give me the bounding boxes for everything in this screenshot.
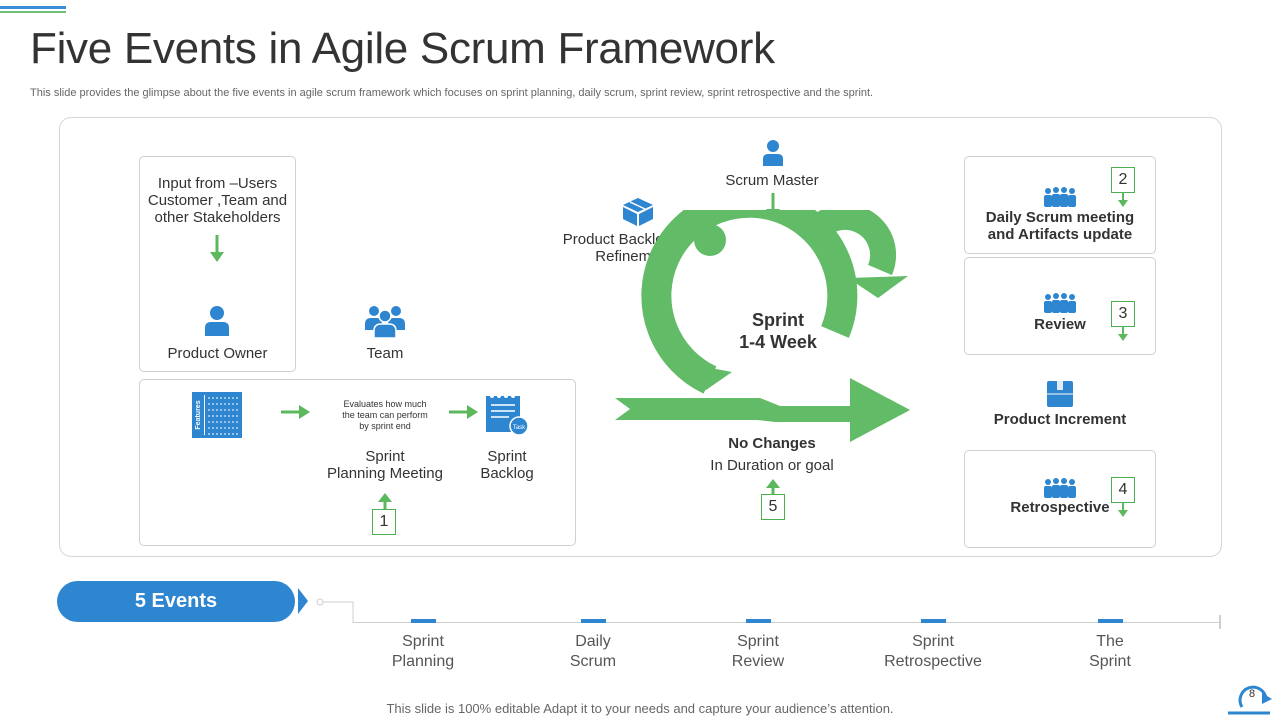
evaluates-text: Evaluates how much the team can perform … [325,399,445,432]
green-arrow-down-icon [1118,192,1128,207]
sprint-backlog-label: Sprint Backlog [462,448,552,482]
events-pill: 5 Events [57,581,295,622]
event-line-2: Retrospective [884,653,982,670]
timeline-event-sprint-review: Sprint Review [678,632,838,672]
timeline-marker [411,619,436,623]
in-duration-label: In Duration or goal [710,457,834,474]
event-line-1: Sprint [737,633,779,650]
event-number-5: 5 [761,494,785,520]
team-label: Team [366,345,404,362]
no-changes-label: No Changes [728,435,816,452]
timeline-marker [1098,619,1123,623]
retrospective-group-icon [1044,478,1076,498]
cycle-logo-icon [1228,685,1272,715]
features-label: Features [195,400,202,429]
green-arrow-right-icon [449,405,478,419]
timeline-event-daily-scrum: Daily Scrum [513,632,673,672]
event-line-2: Review [731,653,785,670]
package-icon [1047,381,1073,407]
input-text-line-1: Input from –Users [157,175,278,192]
timeline-event-sprint-planning: Sprint Planning [343,632,503,672]
event-line-2: Scrum [569,653,617,670]
event-line-1: The [1096,633,1124,650]
input-text-line-2: Customer ,Team and [147,192,288,209]
header-accent-bar-blue [0,6,66,9]
product-owner-label: Product Owner [167,345,268,362]
review-group-icon [1044,293,1076,313]
sprint-backlog-line-1: Sprint [487,448,527,465]
pill-pointer [298,588,308,614]
sprint-center-line-1: Sprint [752,310,804,330]
sprint-planning-meeting-label: Sprint Planning Meeting [315,448,455,482]
box-icon [623,198,653,226]
footer-note: This slide is 100% editable Adapt it to … [386,701,894,716]
sprint-center-line-2: 1-4 Week [739,332,817,352]
product-increment-label: Product Increment [993,411,1127,428]
product-owner-person-icon [205,306,229,336]
timeline-connector [316,598,354,623]
green-arrow-down-icon [210,235,224,262]
timeline-marker [921,619,946,623]
event-number-4: 4 [1111,477,1135,503]
sprint-center-label: Sprint 1-4 Week [718,309,838,353]
event-line-1: Sprint [912,633,954,650]
retrospective-label: Retrospective [1010,499,1110,516]
event-number-3: 3 [1111,301,1135,327]
daily-scrum-group-icon [1044,187,1076,207]
event-number-1: 1 [372,509,396,535]
event-line-2: Sprint [1089,653,1131,670]
product-backlog-refinement-line-1: Product Backlog [562,231,672,248]
team-icon [365,306,405,338]
sprint-backlog-line-2: Backlog [480,465,534,482]
task-label: Task [513,425,526,431]
task-notepad-icon: Task [486,394,529,436]
timeline-line [353,622,1221,623]
event-line-1: Sprint [402,633,444,650]
green-arrow-right-icon [281,405,310,419]
event-number-2: 2 [1111,167,1135,193]
daily-scrum-line-1: Daily Scrum meeting [985,209,1135,226]
input-text-line-3: other Stakeholders [154,209,281,226]
slide-title: Five Events in Agile Scrum Framework [30,24,775,73]
sprint-cycle-icon [615,210,910,442]
page-number: 8 [1249,688,1256,700]
evaluates-text-line-1: Evaluates how much [343,399,427,409]
green-arrow-down-icon [1118,326,1128,341]
sprint-planning-meeting-line-2: Planning Meeting [327,465,443,482]
event-line-1: Daily [575,633,611,650]
product-owner-card [139,156,296,372]
header-accent-bar-green [0,11,66,13]
timeline-end-cap [1219,615,1221,629]
scrum-master-label: Scrum Master [725,172,819,189]
timeline-event-the-sprint: The Sprint [1030,632,1190,672]
evaluates-text-line-2: the team can perform [342,410,428,420]
input-text: Input from –Users Customer ,Team and oth… [139,175,296,226]
daily-scrum-line-2: and Artifacts update [987,226,1133,243]
timeline-event-sprint-retrospective: Sprint Retrospective [853,632,1013,672]
diagram-panel [59,117,1222,557]
scrum-master-person-icon [763,140,783,166]
event-line-2: Planning [391,653,455,670]
timeline-marker [581,619,606,623]
slide-subtitle: This slide provides the glimpse about th… [30,87,874,99]
daily-scrum-label: Daily Scrum meeting and Artifacts update [964,209,1156,243]
evaluates-text-line-3: by sprint end [359,421,411,431]
timeline-marker [746,619,771,623]
green-arrow-down-icon [1118,502,1128,517]
features-document-icon: Features [192,392,242,438]
review-label: Review [1034,316,1086,333]
sprint-planning-meeting-line-1: Sprint [365,448,405,465]
